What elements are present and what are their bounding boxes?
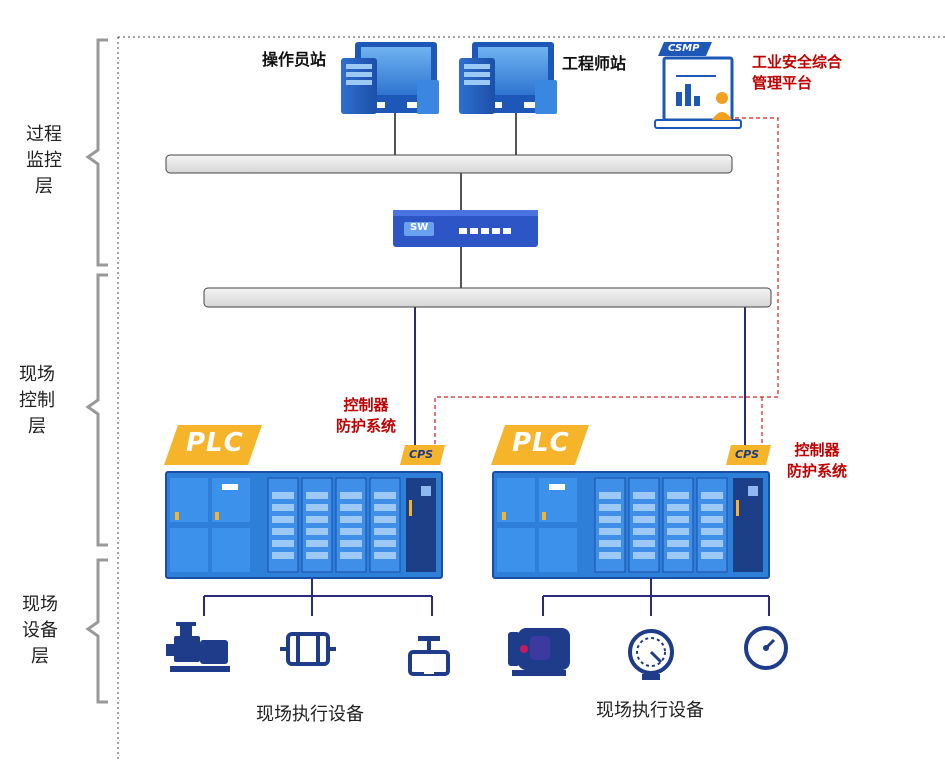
- plc-right-protection-label: 控制器 防护系统: [787, 441, 848, 480]
- coupling-icon: [280, 632, 336, 666]
- plc-left-cps-badge: CPS: [409, 448, 434, 461]
- control-bus: [203, 287, 772, 308]
- layer-label-field: 现场 设备 层: [22, 594, 58, 667]
- engineer-station-icon: [459, 42, 557, 114]
- switch-icon: [393, 210, 538, 247]
- plc-left-badge: PLC: [186, 428, 244, 458]
- engineer-station-label: 工程师站: [562, 54, 627, 73]
- plc-right-cps-badge: CPS: [735, 448, 760, 461]
- plc-left: [164, 425, 445, 579]
- plc-left-protection-label: 控制器 防护系统: [336, 396, 397, 435]
- motor-icon: [508, 628, 570, 676]
- network-lines: [394, 112, 517, 288]
- valve-icon: [408, 636, 450, 676]
- operator-station-label: 操作员站: [262, 50, 327, 69]
- brace-supervisory: [85, 38, 108, 267]
- brace-field: [85, 558, 108, 704]
- csmp-label: 工业安全综合 管理平台: [752, 53, 843, 92]
- layer-label-control: 现场 控制 层: [19, 364, 55, 437]
- brace-control: [85, 273, 108, 547]
- field-devices-right-label: 现场执行设备: [596, 700, 704, 721]
- pump-icon: [166, 622, 230, 672]
- layer-label-supervisory: 过程 监控 层: [26, 124, 62, 197]
- operator-station-icon: [341, 42, 439, 114]
- field-wiring-right: [542, 578, 770, 616]
- pressure-gauge-icon: [628, 629, 674, 680]
- dial-gauge-icon: [744, 626, 788, 670]
- csmp-dashed-link: [434, 117, 779, 445]
- supervisory-bus: [165, 154, 733, 174]
- field-devices-left-label: 现场执行设备: [256, 704, 364, 725]
- field-wiring-left: [203, 578, 433, 616]
- plc-right-badge: PLC: [512, 428, 570, 458]
- boundary-frame: [117, 36, 945, 760]
- plc-uplinks: [414, 307, 746, 445]
- switch-badge: SW: [410, 222, 429, 233]
- csmp-badge: CSMP: [668, 43, 700, 54]
- plc-right: [491, 425, 771, 579]
- csmp-laptop-icon: [654, 42, 742, 129]
